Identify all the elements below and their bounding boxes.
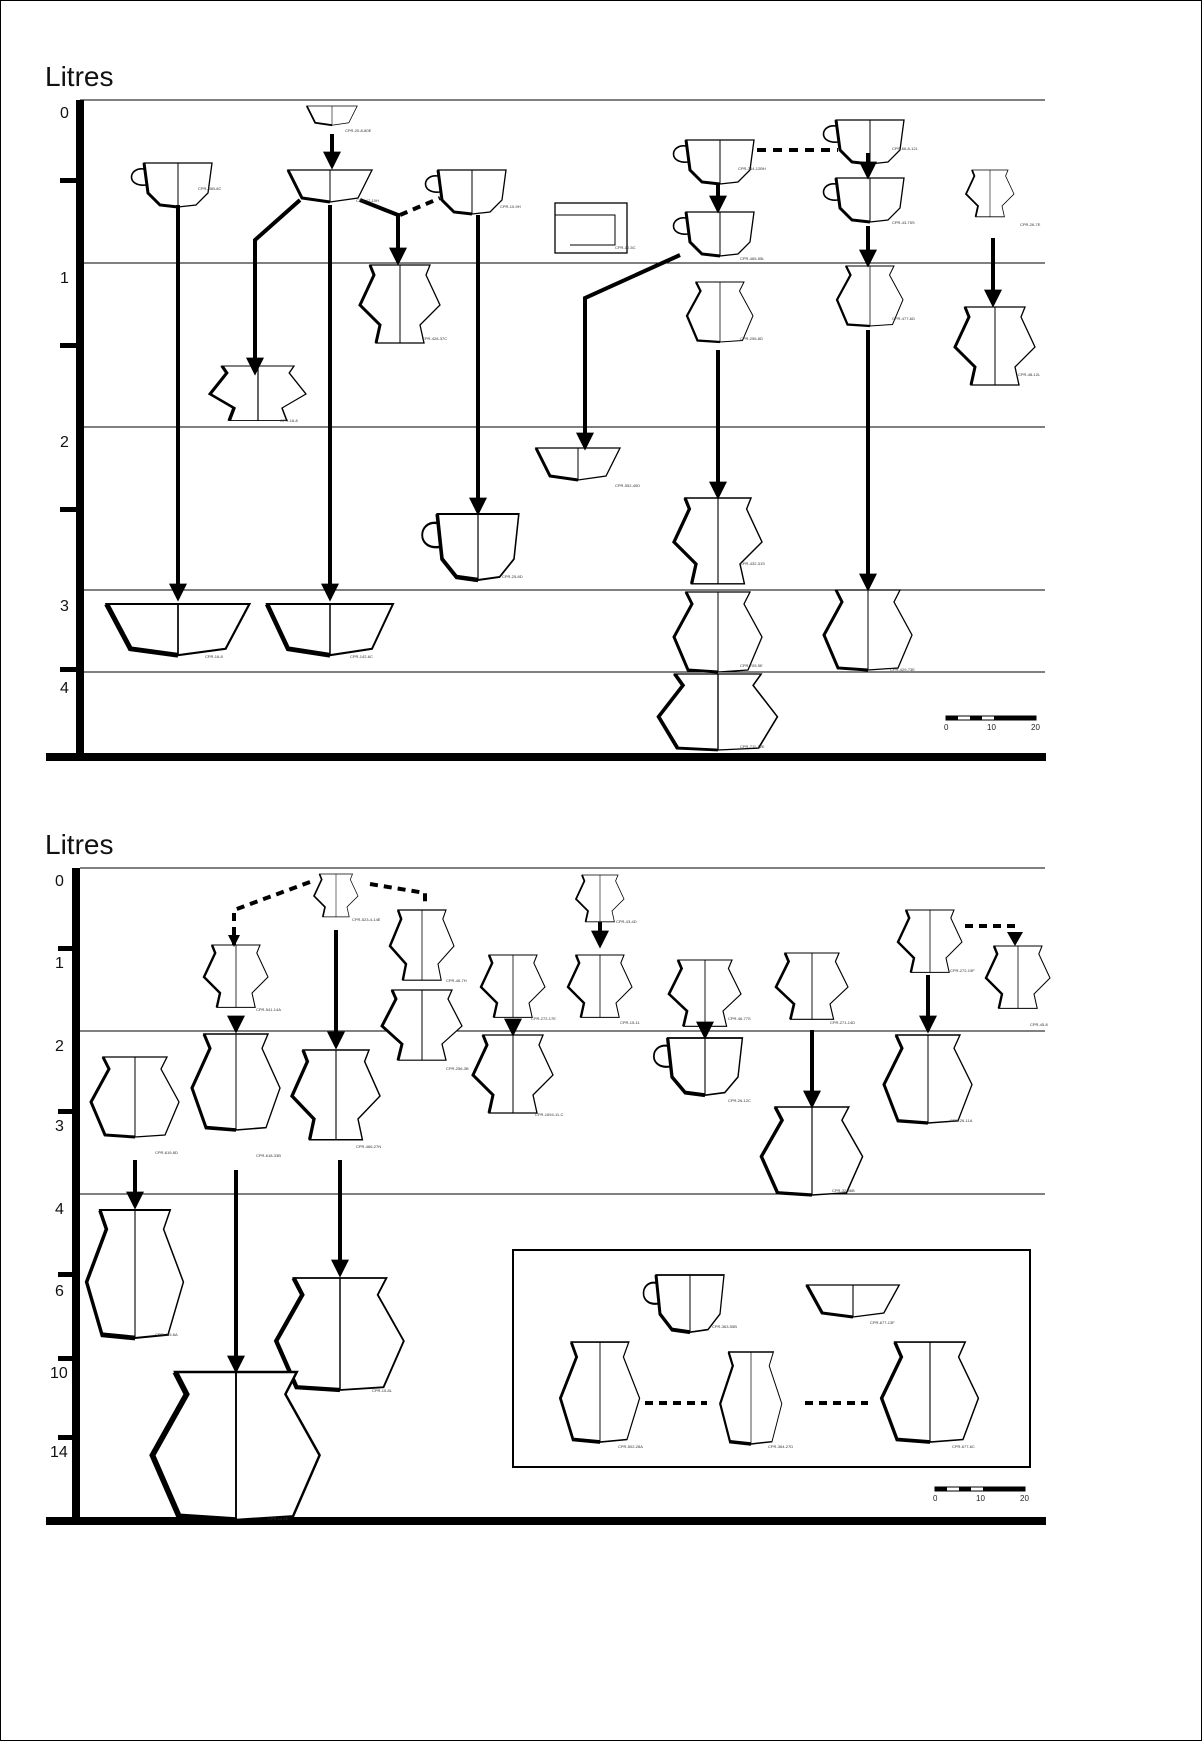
p1-lbl-4: CPR-10-5C	[615, 245, 636, 250]
p2-arrows	[126, 922, 937, 1374]
p2-tick-6: 6	[55, 1283, 64, 1300]
p2-lbl-16: CPR-466-27N	[356, 1144, 381, 1149]
p1-lbl-13: CPR-477-6D	[892, 316, 915, 321]
p1-scale-20: 20	[1031, 723, 1040, 732]
p2-lbl-20: CPR-16-5E	[268, 1516, 289, 1521]
p2-scale-20: 20	[1020, 1494, 1029, 1503]
p1-vessels	[107, 105, 1037, 750]
p2-lbl-6: CPR-46-77S	[728, 1016, 751, 1021]
p2-lbl-10: CPR-256-3B	[446, 1066, 469, 1071]
p1-lbl-2: CPR-47-10H	[356, 198, 379, 203]
inset-lbl-3: CPR-364-27D	[768, 1444, 793, 1449]
p2-lbl-3: CPR-46-7H	[446, 978, 467, 983]
p2-lbl-13: CPR-26-11A	[950, 1118, 973, 1123]
p2-scale-10: 10	[976, 1494, 985, 1503]
p2-scale-bar: 0 10 20	[933, 1486, 1029, 1503]
p2-lbl-1: CPR-43-4D	[616, 919, 637, 924]
p2-tick-4: 4	[55, 1201, 64, 1218]
panel-2-title: Litres	[45, 829, 113, 860]
inset-lbl-1: CPR-677-13F	[870, 1320, 895, 1325]
p2-tick-1: 1	[55, 955, 64, 972]
p1-tick-0: 0	[60, 105, 69, 122]
p1-lbl-15: CPR-552-40D	[615, 483, 640, 488]
p2-lbl-14: CPR-619-8D	[155, 1150, 178, 1155]
p2-lbl-0: CPR-523-4-14E	[352, 917, 381, 922]
p1-lbl-7: CPR-465-55L	[740, 256, 765, 261]
p1-lbl-1: CPR-55B-8C	[198, 186, 221, 191]
p1-tick-4: 4	[60, 680, 69, 697]
inset-box: CPR-363-55B CPR-677-13F CPR-502-28A CPR-…	[512, 1249, 1031, 1468]
p1-tick-2: 2	[60, 434, 69, 451]
inset-lbl-4: CPR-677-6C	[952, 1444, 975, 1449]
p2-lbl-18: CPR-485-6A	[155, 1332, 178, 1337]
p2-tick-3: 3	[55, 1118, 64, 1135]
p1-lbl-20: CPR-705-5E	[740, 663, 763, 668]
p1-lbl-14: CPR-48-12L	[1018, 372, 1041, 377]
p2-lbl-17: CPR-32-86B	[832, 1188, 855, 1193]
p1-lbl-5: CPR-764-12BH	[738, 166, 766, 171]
p1-vessel-labels: CPR-20-8-80E CPR-55B-8C CPR-47-10H CPR-1…	[198, 128, 1041, 749]
p1-lbl-8: CPR-43-75S	[892, 220, 915, 225]
p2-lbl-2: CPR-541-14A	[256, 1007, 281, 1012]
p2-tick-10: 10	[50, 1365, 68, 1382]
p1-lbl-21: CPR-429-73E	[890, 667, 915, 672]
p2-vessel-labels: CPR-523-4-14E CPR-43-4D CPR-541-14A CPR-…	[155, 917, 1049, 1521]
p2-lbl-7: CPR-271-14D	[830, 1020, 855, 1025]
p1-lbl-10: CPR-426-37C	[422, 336, 447, 341]
p2-lbl-15: CPR-618-33B	[256, 1153, 281, 1158]
p1-lbl-6: CPR-66-8-12L	[892, 146, 919, 151]
p2-lbl-8: CPR-272-19F	[950, 968, 975, 973]
p2-lbl-9: CPR-45-8	[1030, 1022, 1049, 1027]
p2-tick-14: 14	[50, 1444, 68, 1461]
p2-lbl-12: CPR-26-12C	[728, 1098, 751, 1103]
p1-tick-3: 3	[60, 598, 69, 615]
p1-lbl-17: CPR-432-31S	[740, 561, 765, 566]
p2-tick-0: 0	[55, 873, 64, 890]
inset-lbl-0: CPR-363-55B	[712, 1324, 737, 1329]
p2-lbl-4: CPR-272-17E	[531, 1016, 556, 1021]
panel-top: Litres 0 1 2 3 4	[45, 61, 1046, 761]
p1-tick-1: 1	[60, 270, 69, 287]
p1-lbl-0: CPR-20-8-80E	[345, 128, 372, 133]
p1-lbl-9: CPR-26-7E	[1020, 222, 1041, 227]
p2-lbl-19: CPR-15-8L	[372, 1388, 393, 1393]
p1-scale-0: 0	[944, 723, 949, 732]
p1-lbl-19: CPR-142-6C	[350, 654, 373, 659]
p1-scale-10: 10	[987, 723, 996, 732]
p1-lbl-12: CPR-296-8D	[740, 336, 763, 341]
p1-lbl-16: CPR-25-8D	[502, 574, 523, 579]
p1-arrows	[169, 134, 1002, 602]
p1-lbl-11: CPR-16-8	[280, 418, 299, 423]
panel-bottom: Litres 0 1 2 3 4 6 10 14	[45, 829, 1052, 1525]
p1-scale-bar: 0 10 20	[944, 715, 1040, 732]
p2-lbl-5: CPR-15-11	[620, 1020, 640, 1025]
panel-1-title: Litres	[45, 61, 113, 92]
p2-scale-0: 0	[933, 1494, 938, 1503]
p2-tick-2: 2	[55, 1038, 64, 1055]
p2-lbl-11: CPR-1694-11-C	[535, 1112, 563, 1117]
p1-lbl-22: CPR-711-12E	[740, 744, 765, 749]
p1-lbl-18: CPR-16-8	[205, 654, 224, 659]
inset-lbl-2: CPR-502-28A	[618, 1444, 643, 1449]
p1-lbl-3: CPR-10-9H	[500, 204, 521, 209]
